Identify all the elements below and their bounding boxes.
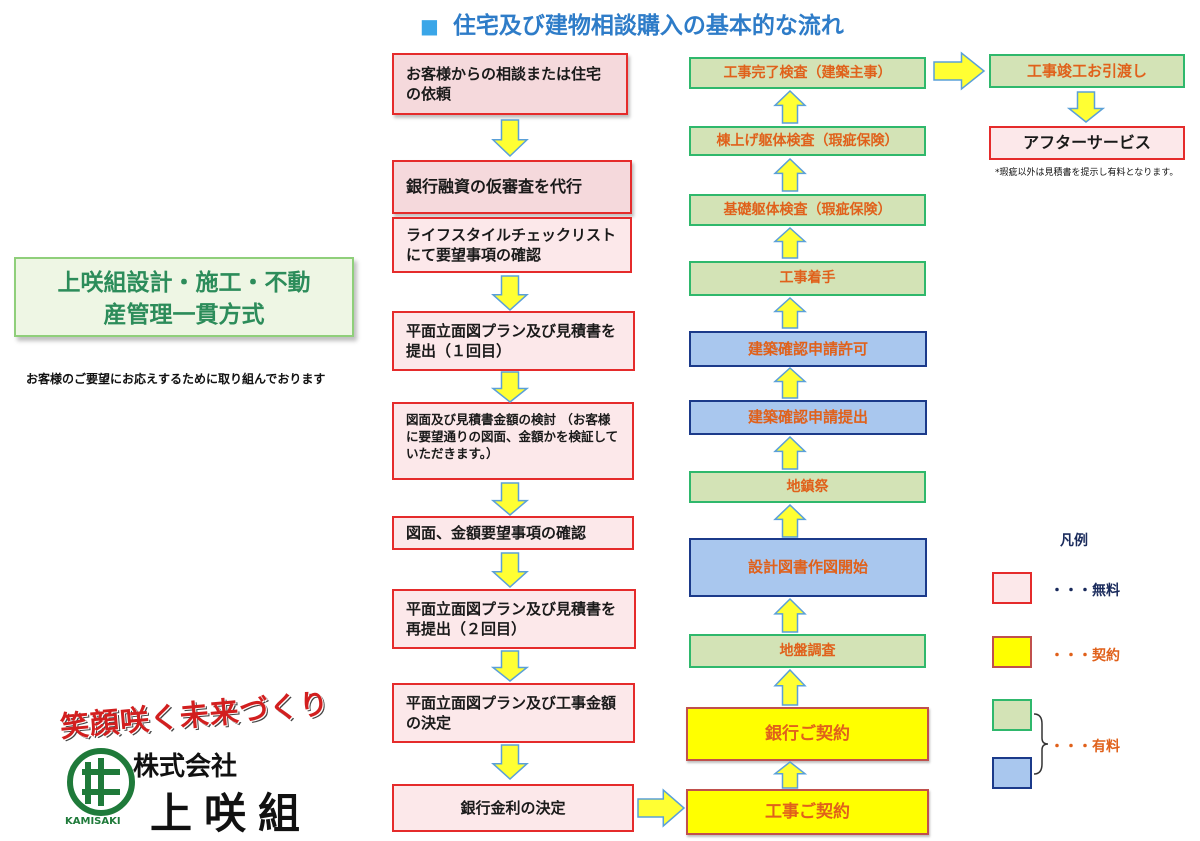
step-frame-inspection: 棟上げ躯体検査（瑕疵保険） (689, 126, 926, 156)
step-consultation: お客様からの相談または住宅の依頼 (392, 53, 628, 115)
step-interest-rate: 銀行金利の決定 (392, 784, 634, 832)
legend-title: 凡例 (1060, 533, 1088, 549)
method-line-2: 産管理一貫方式 (103, 302, 265, 329)
logo-romaji: KAMISAKI (65, 816, 121, 827)
step-soil-survey: 地盤調査 (689, 634, 926, 668)
method-box: 上咲組設計・施工・不動 産管理一貫方式 (14, 257, 354, 337)
legend-swatch-paid-green (992, 699, 1032, 731)
step-construction-contract: 工事ご契約 (686, 789, 929, 835)
down-arrow-handover-to-after (1066, 91, 1106, 123)
step-permit-submission: 建築確認申請提出 (689, 400, 927, 435)
company-logo-icon (67, 748, 135, 816)
step-bank-contract: 銀行ご契約 (686, 707, 929, 761)
step-review-estimate: 図面及び見積書金額の検討 （お客様に要望通りの図面、金額かを検証していただきます… (392, 402, 634, 480)
down-arrow-left-7 (491, 744, 529, 781)
legend-label-paid: ・・・有料 (1050, 739, 1120, 755)
down-arrow-left-2 (491, 275, 529, 312)
step-construction-start: 工事着手 (689, 261, 926, 296)
method-line-1: 上咲組設計・施工・不動 (57, 270, 311, 296)
down-arrow-left-6 (490, 650, 530, 682)
legend-swatch-paid-blue (992, 757, 1032, 789)
right-arrow-interest-to-contract (637, 788, 686, 828)
legend-bracket (1033, 713, 1049, 775)
up-arrow-middle-6 (773, 435, 807, 470)
up-arrow-middle-1 (773, 89, 807, 124)
step-completion-inspection: 工事完了検査（建築主事） (689, 57, 926, 89)
title-text: 住宅及び建物相談購入の基本的な流れ (452, 13, 844, 39)
down-arrow-left-3 (490, 371, 530, 403)
step-foundation-inspection: 基礎躯体検査（瑕疵保険） (689, 194, 926, 226)
legend-label-contract: ・・・契約 (1050, 648, 1120, 664)
company-type: 株式会社 (133, 752, 238, 782)
step-lifestyle-checklist: ライフスタイルチェックリストにて要望事項の確認 (392, 217, 632, 273)
step-confirm-requirements: 図面、金額要望事項の確認 (392, 516, 634, 550)
down-arrow-left-1 (491, 119, 529, 158)
up-arrow-middle-5 (773, 366, 807, 399)
side-note: お客様のご要望にお応えするために取り組んでおります (26, 372, 326, 386)
up-arrow-middle-7 (773, 503, 807, 538)
step-after-service: アフターサービス (989, 126, 1185, 160)
up-arrow-middle-9 (773, 668, 807, 706)
up-arrow-middle-4 (773, 296, 807, 329)
step-handover: 工事竣工お引渡し (989, 54, 1185, 88)
step-design-start: 設計図書作図開始 (689, 538, 927, 597)
diagram-title: ■ 住宅及び建物相談購入の基本的な流れ (420, 6, 844, 40)
after-service-note: *瑕疵以外は見積書を提示し有料となります。 (995, 168, 1179, 178)
step-groundbreaking: 地鎮祭 (689, 471, 926, 503)
step-plan-decision: 平面立面図プラン及び工事金額の決定 (392, 683, 635, 743)
title-square-icon: ■ (420, 14, 439, 38)
legend-swatch-contract (992, 636, 1032, 668)
down-arrow-left-5 (491, 552, 529, 589)
up-arrow-middle-3 (773, 226, 807, 259)
step-permit-approval: 建築確認申請許可 (689, 331, 927, 367)
company-name: 上咲組 (150, 789, 313, 838)
up-arrow-middle-2 (773, 157, 807, 192)
step-plan-submit-1: 平面立面図プラン及び見積書を提出（１回目） (392, 311, 635, 371)
legend-label-free: ・・・無料 (1050, 583, 1120, 599)
step-plan-submit-2: 平面立面図プラン及び見積書を再提出（２回目） (392, 589, 636, 649)
down-arrow-left-4 (490, 482, 530, 516)
up-arrow-middle-10 (772, 761, 808, 789)
step-bank-pre-screening: 銀行融資の仮審査を代行 (392, 160, 632, 214)
up-arrow-middle-8 (773, 597, 807, 633)
right-arrow-completion-to-handover (933, 51, 986, 91)
legend-swatch-free (992, 572, 1032, 604)
